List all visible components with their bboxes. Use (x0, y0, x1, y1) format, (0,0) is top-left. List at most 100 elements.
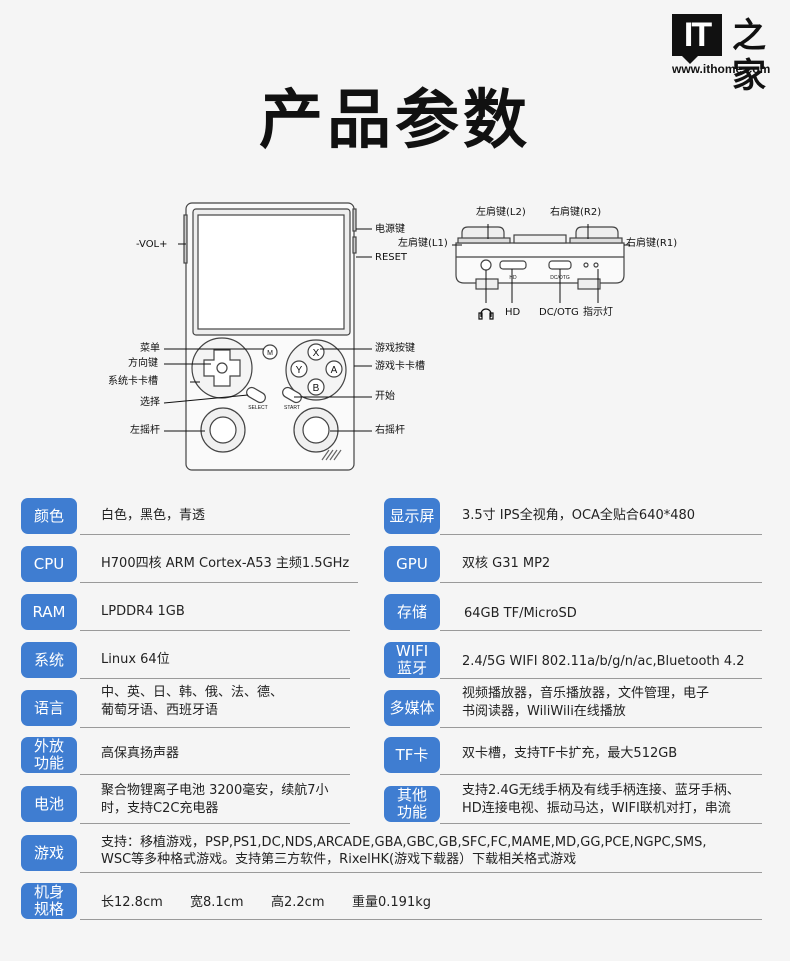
select-label: 选择 (140, 397, 160, 408)
spec-games-line2: WSC等多种格式游戏。支持第三方软件，RixelHK(游戏下载器）下载相关格式游… (101, 852, 577, 867)
spec-gpu-badge: GPU (384, 546, 440, 582)
hd-port-print: HD (509, 275, 517, 281)
reset-side-button (352, 236, 357, 254)
spec-screen-badge: 显示屏 (384, 498, 440, 534)
vol-label: -VOL+ (136, 239, 168, 250)
spec-wifi-value: 2.4/5G WIFI 802.11a/b/g/n/ac,Bluetooth 4… (462, 654, 745, 669)
device-diagram: X Y A B M SELECT START HD DC/OTG -VOL+ 电… (0, 195, 790, 480)
spec-cpu-value: H700四核 ARM Cortex-A53 主频1.5GHz (101, 556, 350, 571)
game-slot-label: 游戏卡卡槽 (375, 361, 425, 372)
spec-games-badge: 游戏 (21, 835, 77, 871)
spec-other-line1: 支持2.4G无线手柄及有线手柄连接、蓝牙手柄、 (462, 783, 740, 798)
spec-other-line2: HD连接电视、振动马达，WIFI联机对打，串流 (462, 801, 731, 816)
spec-battery-badge: 电池 (21, 786, 77, 822)
btn-x-print: X (313, 348, 320, 359)
spec-storage-line (440, 630, 762, 631)
spec-language-line (80, 727, 350, 728)
spec-multimedia-line (440, 727, 762, 728)
spec-multimedia-badge: 多媒体 (384, 690, 440, 726)
logo-glyph: 之家 (732, 16, 766, 96)
hd-port (499, 260, 527, 270)
r1-label: 右肩键(R1) (626, 238, 678, 249)
l1-label: 左肩键(L1) (398, 238, 448, 249)
face-buttons-ring (285, 339, 347, 401)
spec-speaker-badge: 外放 功能 (21, 737, 77, 773)
indicator-led (583, 262, 589, 268)
right-stick-label: 右摇杆 (375, 425, 405, 436)
spec-games-line1: 支持：移植游戏，PSP,PS1,DC,NDS,ARCADE,GBA,GBC,GB… (101, 835, 707, 850)
hd-label: HD (505, 307, 521, 318)
reset-label: RESET (375, 252, 408, 263)
speaker-grille (321, 449, 342, 461)
top-view-body (455, 242, 625, 284)
spec-system-badge: 系统 (21, 642, 77, 678)
select-button (246, 386, 266, 404)
spec-wifi-line (440, 678, 762, 679)
spec-other-label-2: 功能 (396, 803, 427, 821)
dpad (203, 349, 241, 387)
left-stick-label: 左摇杆 (130, 425, 160, 436)
spec-color-line (80, 534, 350, 535)
spec-speaker-label-1: 外放 (33, 737, 64, 755)
ithome-logo: IT 之家 www.ithome.com (672, 14, 780, 96)
menu-label: 菜单 (140, 343, 160, 354)
spec-speaker-label-2: 功能 (33, 754, 64, 772)
start-print: START (284, 405, 300, 411)
spec-language-line2: 葡萄牙语、西班牙语 (101, 703, 219, 718)
spec-size-weight: 重量0.191kg (352, 895, 431, 910)
spec-color-value: 白色，黑色，青透 (101, 508, 206, 523)
dcotg-label: DC/OTG (539, 307, 579, 318)
btn-b-print: B (313, 383, 320, 394)
dcotg-port-print: DC/OTG (550, 275, 570, 281)
spec-multimedia-line1: 视频播放器，音乐播放器，文件管理，电子 (462, 686, 710, 701)
dpad-label: 方向键 (128, 358, 158, 369)
screen (197, 214, 345, 330)
btn-a-print: A (331, 365, 338, 376)
spec-size-label-2: 规格 (33, 900, 64, 918)
spec-ram-line (80, 630, 350, 631)
headphone-icon (478, 308, 494, 320)
y-button (290, 360, 308, 378)
spec-other-badge: 其他 功能 (384, 786, 440, 822)
spec-screen-value: 3.5寸 IPS全视角，OCA全贴合640*480 (462, 508, 696, 523)
spec-ram-value: LPDDR4 1GB (101, 604, 185, 619)
spec-other-label-1: 其他 (396, 786, 427, 804)
spec-size-height: 高2.2cm (271, 895, 325, 910)
spec-gpu-value: 双核 G31 MP2 (462, 556, 551, 571)
spec-language-badge: 语言 (21, 690, 77, 726)
logo-mark: IT (672, 14, 722, 64)
x-button (307, 343, 325, 361)
l1-bumper (457, 237, 511, 244)
l2-label: 左肩键(L2) (476, 207, 526, 218)
spec-battery-line (80, 823, 350, 824)
spec-size-width: 宽8.1cm (190, 895, 244, 910)
spec-color-badge: 颜色 (21, 498, 77, 534)
spec-screen-line (440, 534, 762, 535)
page-title: 产品参数 (259, 84, 531, 158)
spec-storage-badge: 存储 (384, 594, 440, 630)
r2-label: 右肩键(R2) (550, 207, 602, 218)
start-label: 开始 (375, 391, 395, 402)
system-slot-label: 系统卡卡槽 (108, 376, 158, 387)
power-side-button (352, 208, 357, 232)
device-drawing: X Y A B M SELECT START HD DC/OTG (163, 202, 630, 471)
btn-m-print: M (267, 350, 273, 357)
a-button (325, 360, 343, 378)
spec-size-label-1: 机身 (33, 883, 64, 901)
spec-size-length: 长12.8cm (101, 895, 163, 910)
game-buttons-label: 游戏按键 (375, 343, 415, 354)
spec-games-line (80, 872, 762, 873)
logo-url: www.ithome.com (672, 62, 771, 76)
spec-cpu-line (80, 582, 358, 583)
spec-system-line (80, 678, 350, 679)
menu-button (262, 344, 278, 360)
spec-multimedia-line2: 书阅读器，WiliWili在线播放 (462, 704, 626, 719)
spec-speaker-value: 高保真扬声器 (101, 746, 180, 761)
right-stick (302, 416, 330, 444)
btn-y-print: Y (296, 365, 303, 376)
spec-tf-line (440, 774, 762, 775)
headphone-jack (480, 259, 492, 271)
start-button (282, 386, 302, 404)
spec-wifi-label-2: 蓝牙 (396, 659, 427, 677)
spec-ram-badge: RAM (21, 594, 77, 630)
